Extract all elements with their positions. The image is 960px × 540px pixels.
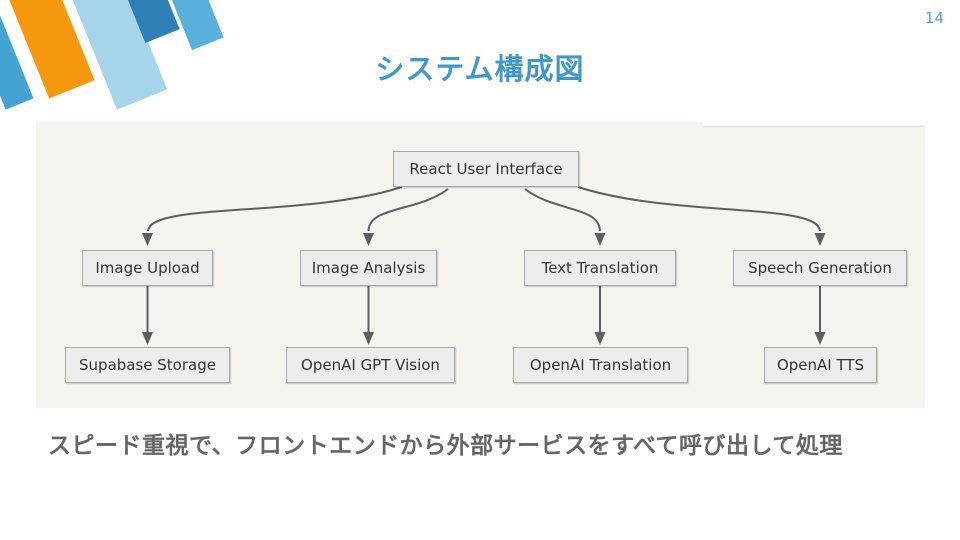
diagram-node-text-translation: Text Translation — [524, 250, 676, 286]
arrow-root-to-image-analysis — [367, 188, 449, 232]
diagram-node-openai-tts: OpenAI TTS — [764, 347, 877, 383]
diagram-top-artifact — [703, 116, 925, 127]
arrowhead-image-analysis — [363, 233, 374, 246]
page-title: システム構成図 — [375, 52, 585, 86]
diagram-node-supabase-storage: Supabase Storage — [65, 347, 230, 383]
architecture-diagram: React User Interface Image Upload Image … — [36, 116, 925, 408]
arrowhead-text-translation — [594, 233, 606, 246]
diagram-node-image-upload: Image Upload — [82, 250, 213, 286]
arrowhead-image-upload — [142, 233, 153, 246]
diagram-node-speech-generation: Speech Generation — [733, 250, 907, 286]
diagram-node-react-user-interface: React User Interface — [393, 151, 579, 187]
arrowhead-openai-tts — [814, 332, 826, 345]
page-number: 14 — [924, 9, 944, 27]
arrow-root-to-speech-generation — [577, 186, 821, 232]
arrowhead-speech-generation — [814, 233, 826, 246]
arrowhead-supabase — [142, 332, 153, 345]
arrow-root-to-image-upload — [147, 186, 403, 232]
diagram-node-openai-gpt-vision: OpenAI GPT Vision — [286, 347, 455, 383]
footer-note: スピード重視で、フロントエンドから外部サービスをすべて呼び出して処理 — [48, 433, 843, 459]
arrowhead-gpt-vision — [363, 332, 374, 345]
diagram-node-openai-translation: OpenAI Translation — [513, 347, 688, 383]
arrow-root-to-text-translation — [524, 188, 601, 232]
arrowhead-openai-translation — [594, 332, 606, 345]
diagram-node-image-analysis: Image Analysis — [300, 250, 437, 286]
